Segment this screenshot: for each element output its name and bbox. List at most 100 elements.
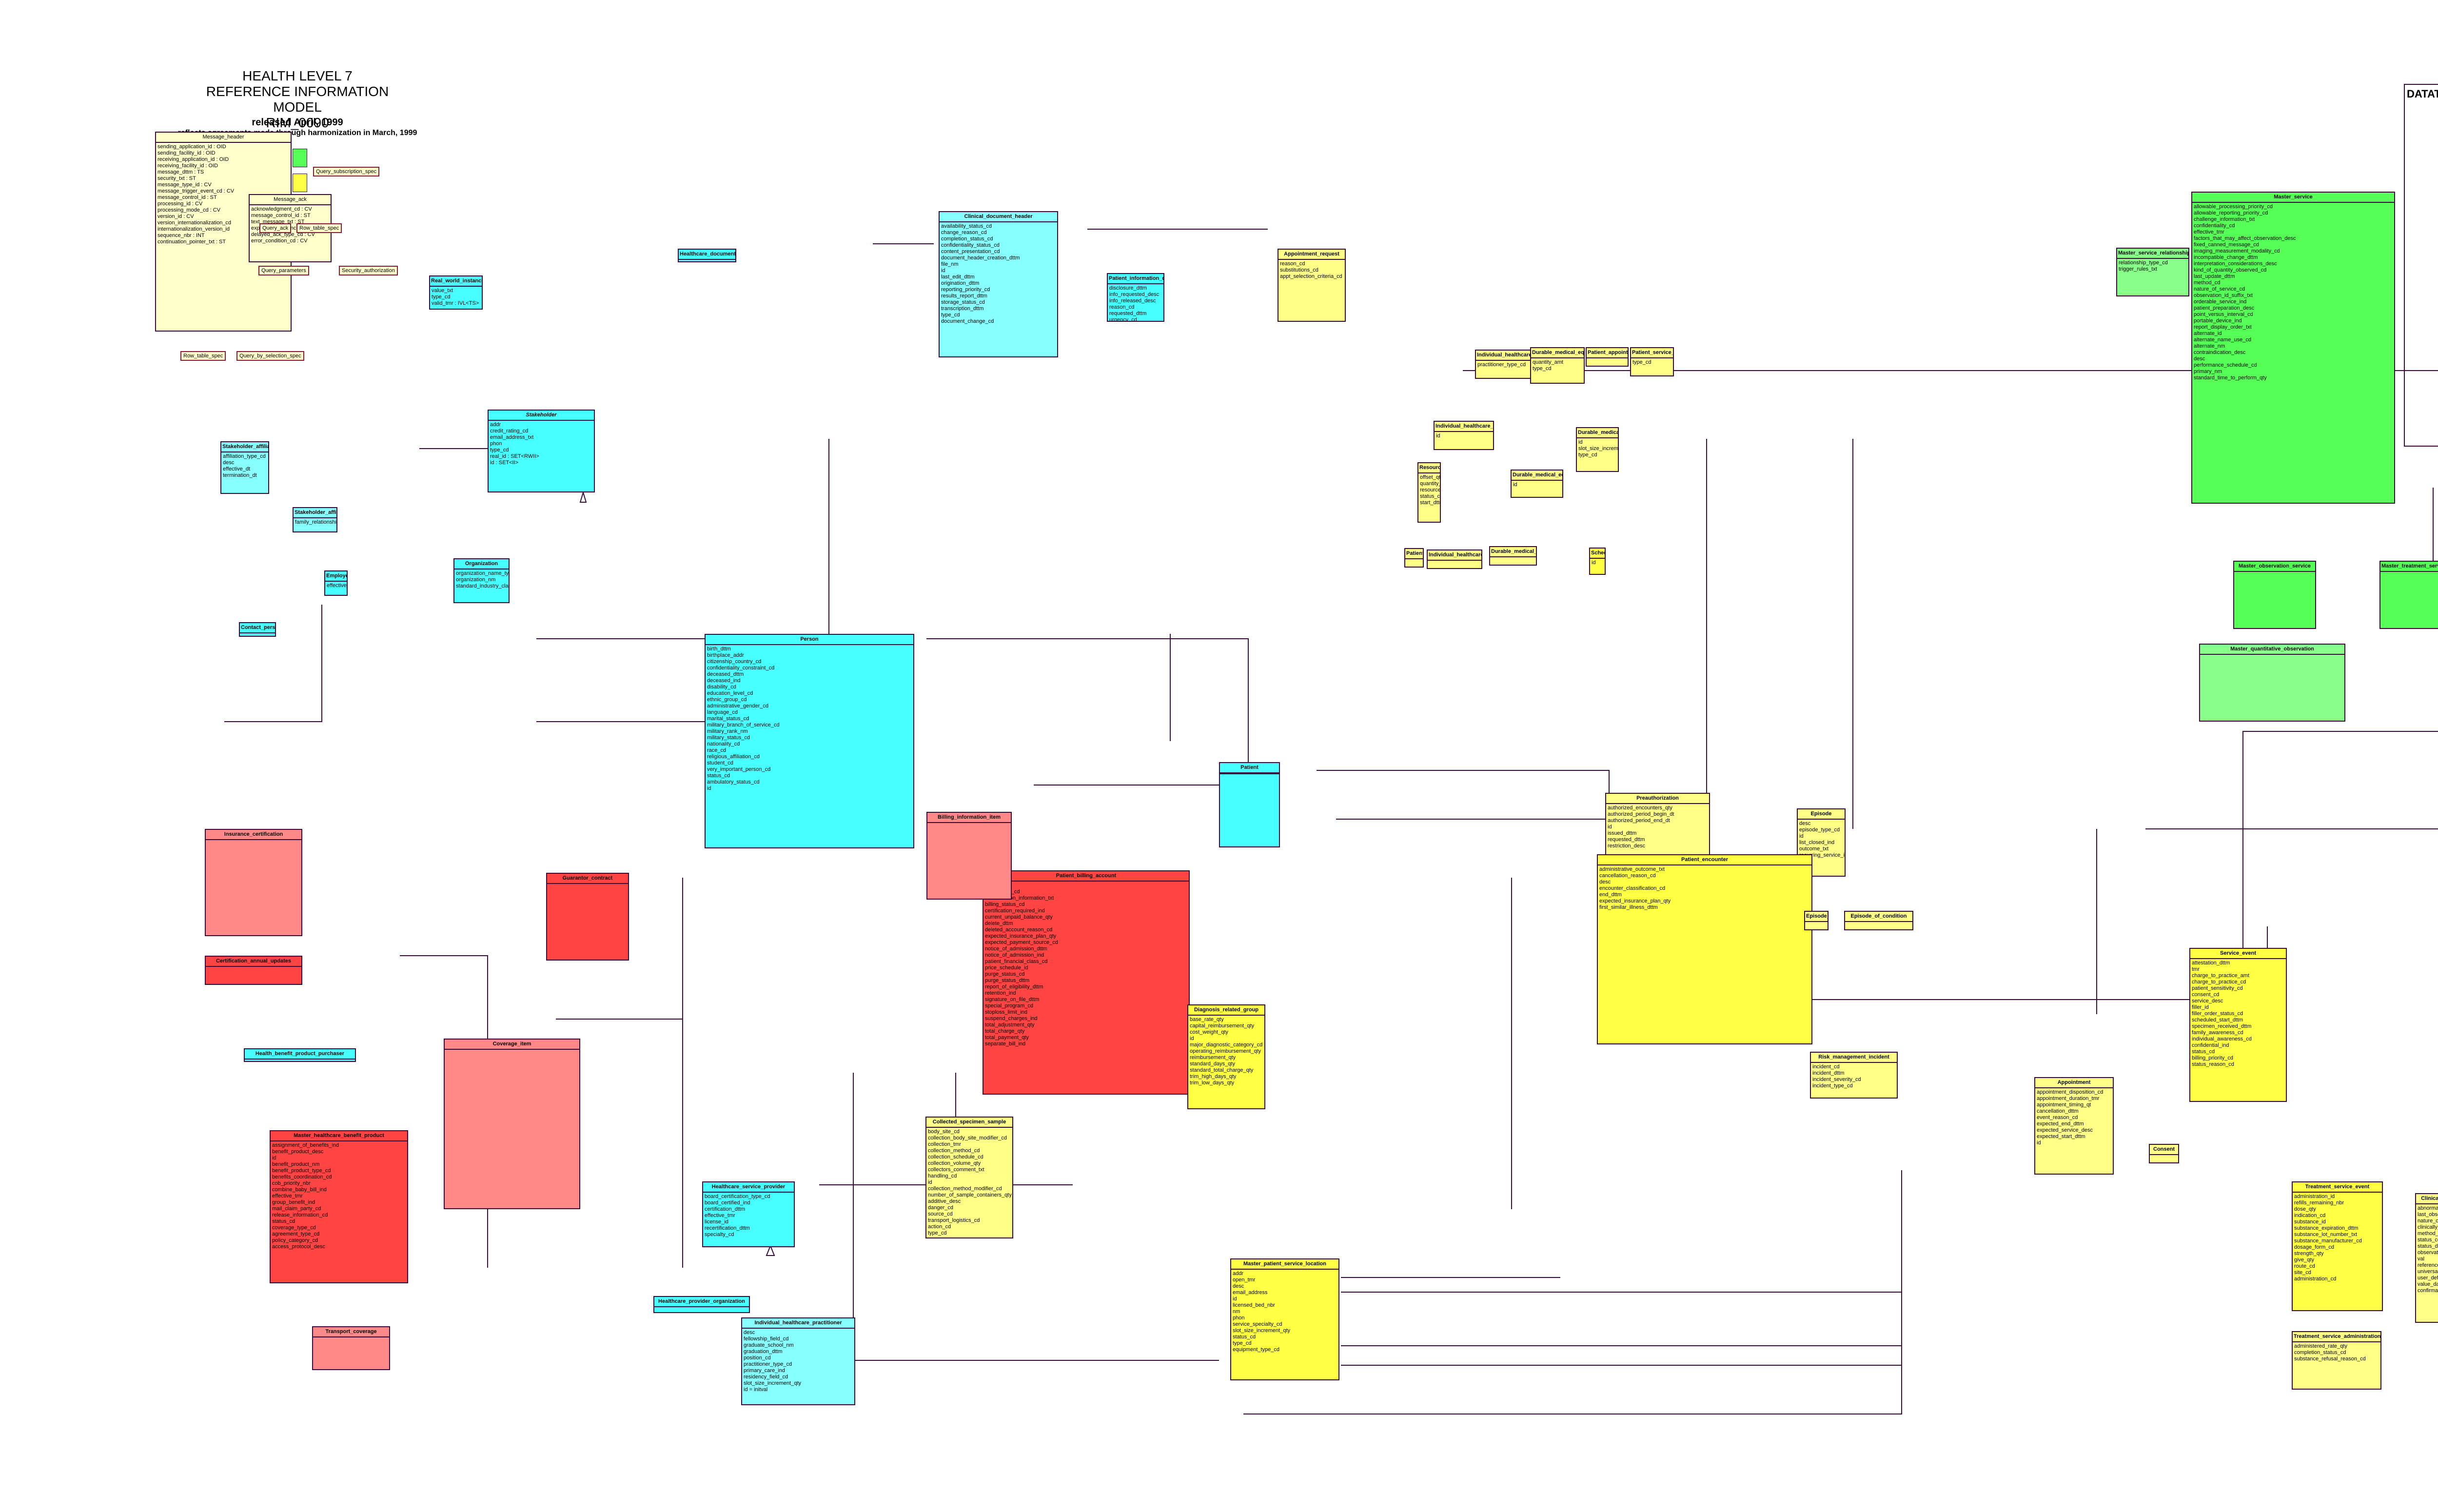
- class-appointment-request[interactable]: Appointment_request reason_cd substituti…: [1278, 249, 1346, 322]
- class-certification-annual-updates[interactable]: Certification_annual_updates: [205, 956, 302, 985]
- attribute: confidentiality_cd: [2194, 223, 2235, 229]
- attribute-list: id: [1435, 432, 1493, 440]
- class-durable-medical-equipment-slot[interactable]: Durable_medical_equipment_slot: [1489, 546, 1537, 566]
- class-stakeholder-affiliation[interactable]: Stakeholder_affiliation affiliation_type…: [220, 441, 269, 494]
- class-durable-medical-equipment-group[interactable]: Durable_medical_equipment_group id: [1511, 470, 1563, 498]
- attribute: effective_dt: [223, 466, 251, 472]
- attribute: substance_manufacturer_cd: [2294, 1238, 2362, 1244]
- attribute: trigger_rules_txt: [2119, 266, 2157, 272]
- class-healthcare-document-authenticator[interactable]: Healthcare_document_authenticator: [678, 249, 736, 262]
- class-name: Stakeholder_affiliate: [294, 508, 336, 518]
- attribute: capital_reimbursement_qty: [1190, 1023, 1255, 1029]
- class-patient[interactable]: Patient: [1219, 762, 1280, 847]
- attribute: current_unpaid_balance_qty: [985, 914, 1053, 920]
- class-individual-healthcare-practitioner-request[interactable]: Individual_healthcare_practitioner_reque…: [1475, 350, 1536, 379]
- attribute: method_cd: [2418, 1231, 2438, 1237]
- tag-row-table-spec-2[interactable]: Row_table_spec: [180, 351, 226, 361]
- attribute-list: assignment_of_benefits_ind benefit_produ…: [271, 1141, 407, 1251]
- class-employer[interactable]: Employer effective_tmr: [324, 570, 348, 596]
- attribute: id: [272, 1155, 276, 1161]
- tag-query-parameters[interactable]: Query_parameters: [258, 266, 309, 275]
- tag-security-authorization[interactable]: Security_authorization: [339, 266, 398, 275]
- tag-query-subscription-spec[interactable]: Query_subscription_spec: [313, 167, 380, 177]
- attribute: orderable_service_ind: [2194, 299, 2247, 305]
- attribute: id: [1608, 824, 1612, 830]
- class-insurance-certification[interactable]: Insurance_certification: [205, 829, 302, 936]
- class-master-treatment-service[interactable]: Master_treatment_service: [2379, 561, 2438, 629]
- class-collected-specimen-sample[interactable]: Collected_specimen_sample body_site_cd c…: [925, 1117, 1013, 1238]
- tag-query-ack[interactable]: Query_ack: [259, 223, 292, 233]
- class-diagnosis-related-group[interactable]: Diagnosis_related_group base_rate_qty ca…: [1187, 1004, 1265, 1109]
- attribute: retention_ind: [985, 990, 1016, 996]
- class-name: Master_treatment_service: [2380, 562, 2438, 572]
- class-patient-service-location-slot[interactable]: Patient_service_location_slot: [1404, 548, 1424, 568]
- class-master-quantitative-observation[interactable]: Master_quantitative_observation: [2199, 644, 2345, 722]
- class-person[interactable]: Person birth_dttm birthplace_addr citize…: [705, 634, 914, 848]
- tag-row-table-spec[interactable]: Row_table_spec: [296, 223, 342, 233]
- attribute-list: administrative_outcome_txt cancellation_…: [1598, 865, 1811, 912]
- attribute: disclosure_dttm: [1109, 285, 1147, 291]
- class-patient-appointment-request[interactable]: Patient_appointment_request: [1586, 347, 1629, 367]
- class-schedule[interactable]: Schedule id: [1589, 548, 1606, 575]
- class-name: Risk_management_incident: [1811, 1053, 1897, 1063]
- class-healthcare-service-provider[interactable]: Healthcare_service_provider board_certif…: [702, 1181, 795, 1247]
- attribute: receiving_application_id : OID: [157, 157, 229, 162]
- class-patient-billing-account[interactable]: Patient_billing_account account_id adjus…: [983, 870, 1190, 1095]
- class-stakeholder-affiliate[interactable]: Stakeholder_affiliate family_relationshi…: [293, 507, 337, 532]
- class-individual-healthcare-practitioner-group[interactable]: Individual_healthcare_practitioner_group…: [1434, 421, 1494, 450]
- class-billing-information-item[interactable]: Billing_information_item: [926, 812, 1012, 900]
- class-clinical-document-header[interactable]: Clinical_document_header availability_st…: [939, 211, 1058, 357]
- class-resource-slot[interactable]: Resource_slot offset_qty quantity_amt re…: [1417, 462, 1441, 523]
- attribute: origination_dttm: [941, 280, 980, 286]
- class-treatment-service-administration[interactable]: Treatment_service_administration adminis…: [2292, 1331, 2381, 1390]
- class-patient-encounter[interactable]: Patient_encounter administrative_outcome…: [1597, 854, 1812, 1044]
- datatypes-package[interactable]: DATATYPES: [2404, 84, 2438, 447]
- attribute: substance_expiration_dttm: [2294, 1225, 2359, 1231]
- class-name: Diagnosis_related_group: [1188, 1005, 1264, 1016]
- class-organization[interactable]: Organization organization_name_type_cd o…: [453, 558, 510, 603]
- class-consent[interactable]: Consent: [2149, 1144, 2179, 1163]
- class-master-service[interactable]: Master_service allowable_processing_prio…: [2191, 192, 2395, 504]
- attribute: language_cd: [707, 709, 738, 715]
- class-risk-management-incident[interactable]: Risk_management_incident incident_cd inc…: [1810, 1052, 1898, 1099]
- class-health-benefit-product-purchaser[interactable]: Health_benefit_product_purchaser: [244, 1048, 356, 1062]
- class-master-service-relationship[interactable]: Master_service_relationship relationship…: [2116, 248, 2189, 296]
- class-patient-information-disclosure[interactable]: Patient_information_disclosure disclosur…: [1107, 273, 1164, 322]
- attribute: collection_method_cd: [928, 1148, 980, 1154]
- class-name: Guarantor_contract: [547, 874, 628, 884]
- attribute: observation_sub_id: [2418, 1250, 2438, 1256]
- class-healthcare-provider-organization[interactable]: Healthcare_provider_organization: [653, 1296, 750, 1313]
- attribute: id : SET<II>: [490, 460, 519, 466]
- class-durable-medical-equipment-request[interactable]: Durable_medical_equipment_request quanti…: [1530, 347, 1585, 384]
- attribute: confidentiality_constraint_cd: [707, 665, 775, 671]
- class-individual-healthcare-practitioner-slot[interactable]: Individual_healthcare_practitioner_slot: [1427, 550, 1482, 569]
- class-message-header[interactable]: Message_header sending_application_id : …: [155, 132, 292, 332]
- attribute: total_adjustment_qty: [985, 1022, 1035, 1028]
- class-episode-of-condition[interactable]: Episode_of_condition: [1844, 911, 1913, 930]
- class-master-observation-service[interactable]: Master_observation_service: [2233, 561, 2316, 629]
- class-coverage-item[interactable]: Coverage_item: [444, 1039, 580, 1209]
- class-individual-healthcare-practitioner[interactable]: Individual_healthcare_practitioner desc …: [741, 1317, 855, 1405]
- class-real-world-instance-identifier[interactable]: Real_world_instance_identifier value_txt…: [429, 275, 483, 310]
- class-durable-medical-equipment[interactable]: Durable_medical_equipment id slot_size_i…: [1576, 427, 1619, 472]
- attribute: account_id: [985, 883, 1187, 889]
- tag-query-by-selection-spec[interactable]: Query_by_selection_spec: [236, 351, 304, 361]
- class-service-event[interactable]: Service_event attestation_dttm tmr charg…: [2189, 948, 2287, 1102]
- class-master-patient-service-location[interactable]: Master_patient_service_location addr ope…: [1230, 1258, 1339, 1380]
- class-contact-person[interactable]: Contact_person: [239, 622, 276, 637]
- class-master-healthcare-benefit-product[interactable]: Master_healthcare_benefit_product assign…: [270, 1130, 408, 1283]
- attribute: recertification_dttm: [705, 1225, 750, 1231]
- class-clinical-observation[interactable]: Clinical_observation abnormal_result_cd …: [2415, 1193, 2438, 1323]
- class-patient-service-location-request[interactable]: Patient_service_location_request type_cd: [1630, 347, 1674, 376]
- class-episode-of-care[interactable]: Episode_of_care: [1804, 911, 1828, 930]
- class-name: Billing_information_item: [927, 813, 1011, 823]
- class-stakeholder[interactable]: Stakeholder addr credit_rating_cd email_…: [488, 410, 595, 492]
- class-appointment[interactable]: Appointment appointment_disposition_cd a…: [2034, 1077, 2114, 1175]
- attribute: phon: [490, 441, 502, 447]
- class-treatment-service-event[interactable]: Treatment_service_event administration_i…: [2292, 1181, 2383, 1311]
- class-guarantor-contract[interactable]: Guarantor_contract: [546, 873, 629, 961]
- class-transport-coverage[interactable]: Transport_coverage: [312, 1326, 390, 1370]
- note-icon-green: [293, 149, 307, 167]
- attribute: allowable_reporting_priority_cd: [2194, 210, 2268, 216]
- attribute: reimbursement_qty: [1190, 1055, 1236, 1060]
